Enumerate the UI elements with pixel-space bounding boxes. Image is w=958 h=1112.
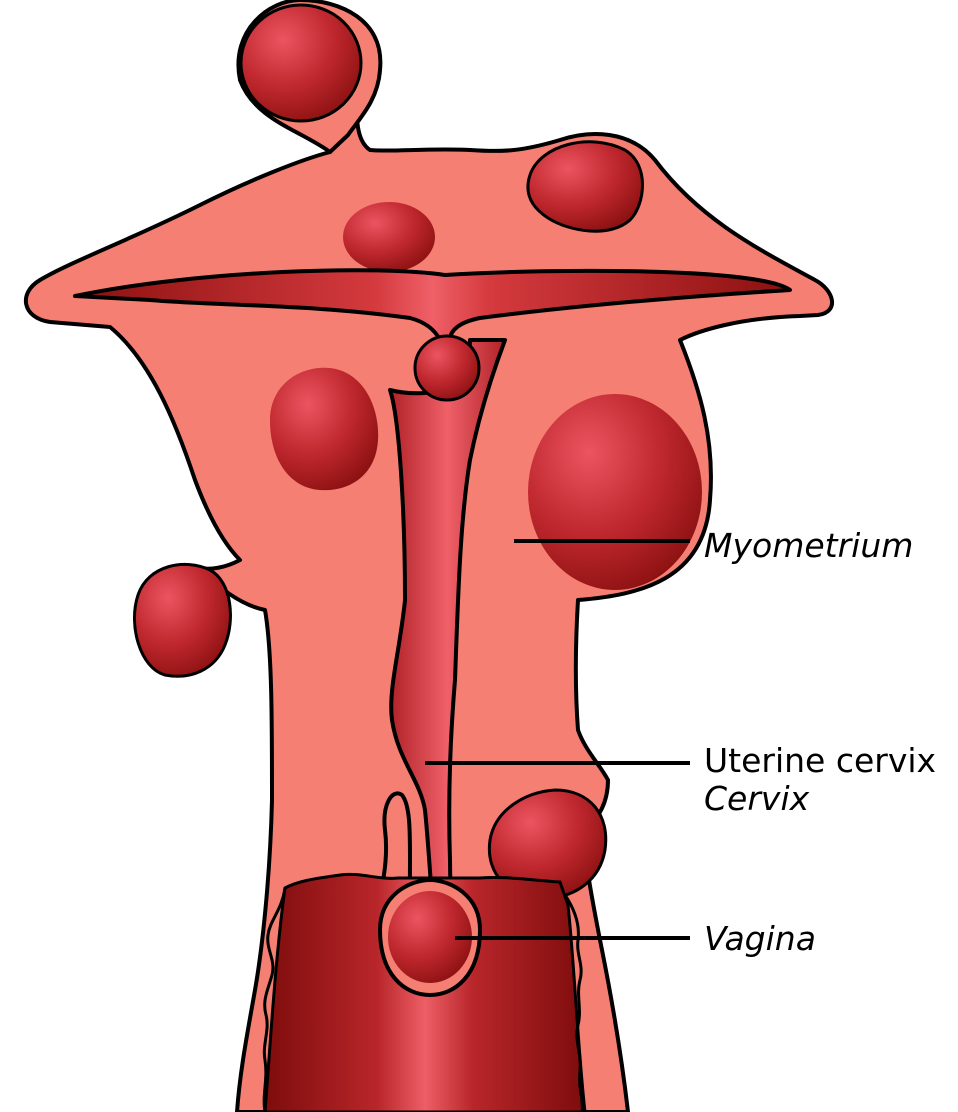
label-uterine-cervix: Uterine cervix xyxy=(704,741,936,780)
fibroid-top-right xyxy=(528,142,643,231)
label-myometrium: Myometrium xyxy=(704,526,913,565)
fibroid-left-subserosal xyxy=(134,564,230,676)
fibroid-large-right xyxy=(528,394,702,590)
label-vagina: Vagina xyxy=(704,919,816,958)
fibroid-submucosal xyxy=(415,336,479,400)
fibroid-top-pedunculated xyxy=(241,5,361,121)
label-cervix-latin: Cervix xyxy=(704,779,810,818)
fibroid-intramural-top xyxy=(343,202,435,272)
fibroid-left-intramural xyxy=(270,368,378,490)
